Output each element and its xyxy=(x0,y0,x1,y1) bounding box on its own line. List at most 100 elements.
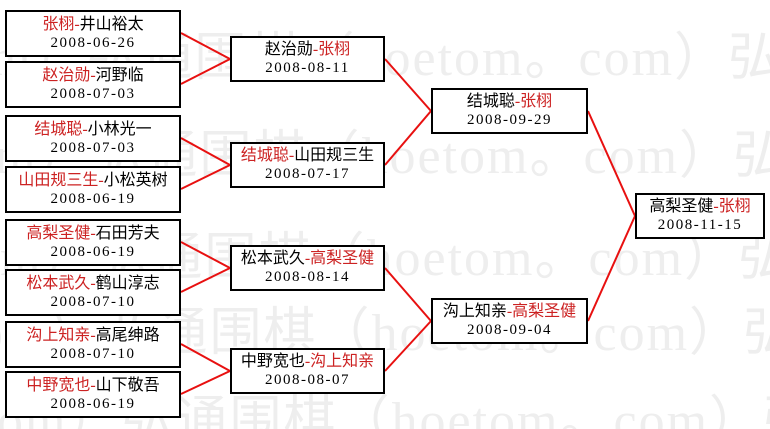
match-date: 2008-07-03 xyxy=(50,139,136,156)
watermark-row: 弘通围棋（hoetom。com）弘通围棋（hoetom。com）弘通围棋（hoe… xyxy=(0,33,770,85)
match-players: 赵治勋-张栩 xyxy=(265,40,350,59)
watermark-text: 弘通围棋（hoetom。com） xyxy=(91,128,734,185)
match-players: 沟上知亲-高梨圣健 xyxy=(443,302,576,321)
match-box: 山田规三生-小松英树 2008-06-19 xyxy=(5,166,181,213)
match-date: 2008-07-17 xyxy=(265,166,350,183)
player1-name: 山田规三生 xyxy=(18,171,99,189)
separator: - xyxy=(90,376,96,394)
connector-line xyxy=(587,215,636,322)
player1-name: 结城聪 xyxy=(34,120,83,138)
match-box: 高梨圣健-张栩 2008-11-15 xyxy=(635,193,765,239)
match-date: 2008-09-04 xyxy=(467,322,552,339)
player1-name: 赵治勋 xyxy=(264,41,313,59)
player2-name: 张栩 xyxy=(718,198,751,216)
player1-name: 中野宽也 xyxy=(26,376,91,394)
match-date: 2008-07-10 xyxy=(50,293,136,310)
match-box: 中野宽也-山下敬吾 2008-06-19 xyxy=(5,371,181,418)
match-date: 2008-06-26 xyxy=(50,34,136,51)
player1-name: 张栩 xyxy=(42,15,75,33)
connector-line xyxy=(180,164,231,190)
watermark-text: 弘通围棋（hoetom。com） xyxy=(733,128,770,185)
match-date: 2008-07-03 xyxy=(50,85,136,102)
connector-line xyxy=(180,241,231,269)
connector-line xyxy=(180,58,231,85)
player2-name: 沟上知亲 xyxy=(310,353,375,371)
match-players: 结城聪-张栩 xyxy=(467,92,552,111)
player2-name: 鹤山淳志 xyxy=(95,274,160,292)
player2-name: 山下敬吾 xyxy=(95,376,160,394)
player1-name: 沟上知亲 xyxy=(26,326,91,344)
player2-name: 高尾绅路 xyxy=(95,326,160,344)
watermark-text: 弘通围棋（hoetom。com） xyxy=(728,30,770,87)
match-date: 2008-08-14 xyxy=(265,269,350,286)
player1-name: 松本武久 xyxy=(26,274,91,292)
watermark-text: 弘通围棋（hoetom。com） xyxy=(743,305,770,362)
connector-line xyxy=(587,110,636,217)
connector-line xyxy=(384,110,432,166)
connector-line xyxy=(384,58,432,112)
player2-name: 小松英树 xyxy=(103,171,168,189)
separator: - xyxy=(713,198,719,216)
match-date: 2008-09-29 xyxy=(467,112,552,129)
connector-line xyxy=(384,267,432,322)
watermark-text: 弘通围棋（hoetom。com） xyxy=(86,30,729,87)
player2-name: 高梨圣健 xyxy=(512,303,577,321)
player1-name: 赵治勋 xyxy=(42,66,91,84)
match-players: 结城聪-山田规三生 xyxy=(241,146,374,165)
separator: - xyxy=(82,120,88,138)
watermark-text: 弘通围棋（hoetom。com） xyxy=(101,305,744,362)
match-date: 2008-06-19 xyxy=(50,243,136,260)
match-box: 高梨圣健-石田芳夫 2008-06-19 xyxy=(5,219,181,266)
match-box: 沟上知亲-高梨圣健 2008-09-04 xyxy=(431,298,588,344)
separator: - xyxy=(98,171,104,189)
connector-line xyxy=(180,370,231,395)
connector-line xyxy=(180,32,231,60)
separator: - xyxy=(304,353,311,371)
match-players: 山田规三生-小松英树 xyxy=(18,171,167,190)
player1-name: 沟上知亲 xyxy=(442,303,507,321)
player2-name: 张栩 xyxy=(318,41,351,59)
watermark-text: 弘通围棋（hoetom。com） xyxy=(738,230,770,287)
separator: - xyxy=(90,66,96,84)
watermark-text: 弘通围棋（hoetom。com） xyxy=(96,230,739,287)
match-box: 赵治勋-张栩 2008-08-11 xyxy=(230,36,385,82)
player1-name: 高梨圣健 xyxy=(649,198,714,216)
player2-name: 高梨圣健 xyxy=(310,250,375,268)
match-box: 结城聪-小林光一 2008-07-03 xyxy=(5,115,181,162)
separator: - xyxy=(90,224,96,242)
match-box: 张栩-井山裕太 2008-06-26 xyxy=(5,10,181,57)
player1-name: 松本武久 xyxy=(240,250,305,268)
separator: - xyxy=(514,93,521,111)
player2-name: 井山裕太 xyxy=(79,15,144,33)
player2-name: 石田芳夫 xyxy=(95,224,160,242)
player2-name: 河野临 xyxy=(95,66,144,84)
player2-name: 张栩 xyxy=(520,93,553,111)
match-date: 2008-11-15 xyxy=(657,217,743,234)
separator: - xyxy=(506,303,513,321)
match-players: 松本武久-高梨圣健 xyxy=(241,249,374,268)
player2-name: 山田规三生 xyxy=(294,147,375,165)
player1-name: 结城聪 xyxy=(466,93,515,111)
separator: - xyxy=(90,274,96,292)
separator: - xyxy=(74,15,80,33)
match-players: 松本武久-鹤山淳志 xyxy=(26,274,159,293)
match-players: 结城聪-小林光一 xyxy=(34,120,151,139)
match-players: 中野宽也-山下敬吾 xyxy=(26,376,159,395)
match-date: 2008-08-07 xyxy=(265,372,350,389)
separator: - xyxy=(90,326,96,344)
match-players: 赵治勋-河野临 xyxy=(42,66,143,85)
separator: - xyxy=(288,147,295,165)
separator: - xyxy=(304,250,311,268)
connector-line xyxy=(180,267,231,293)
match-box: 松本武久-鹤山淳志 2008-07-10 xyxy=(5,269,181,316)
connector-line xyxy=(180,137,231,166)
connector-line xyxy=(384,320,432,372)
match-players: 高梨圣健-石田芳夫 xyxy=(26,224,159,243)
connector-line xyxy=(180,343,231,372)
match-date: 2008-07-10 xyxy=(50,345,136,362)
match-date: 2008-06-19 xyxy=(50,395,136,412)
match-date: 2008-08-11 xyxy=(265,60,350,77)
watermark-text: 弘通围棋（hoetom。com） xyxy=(121,393,764,429)
